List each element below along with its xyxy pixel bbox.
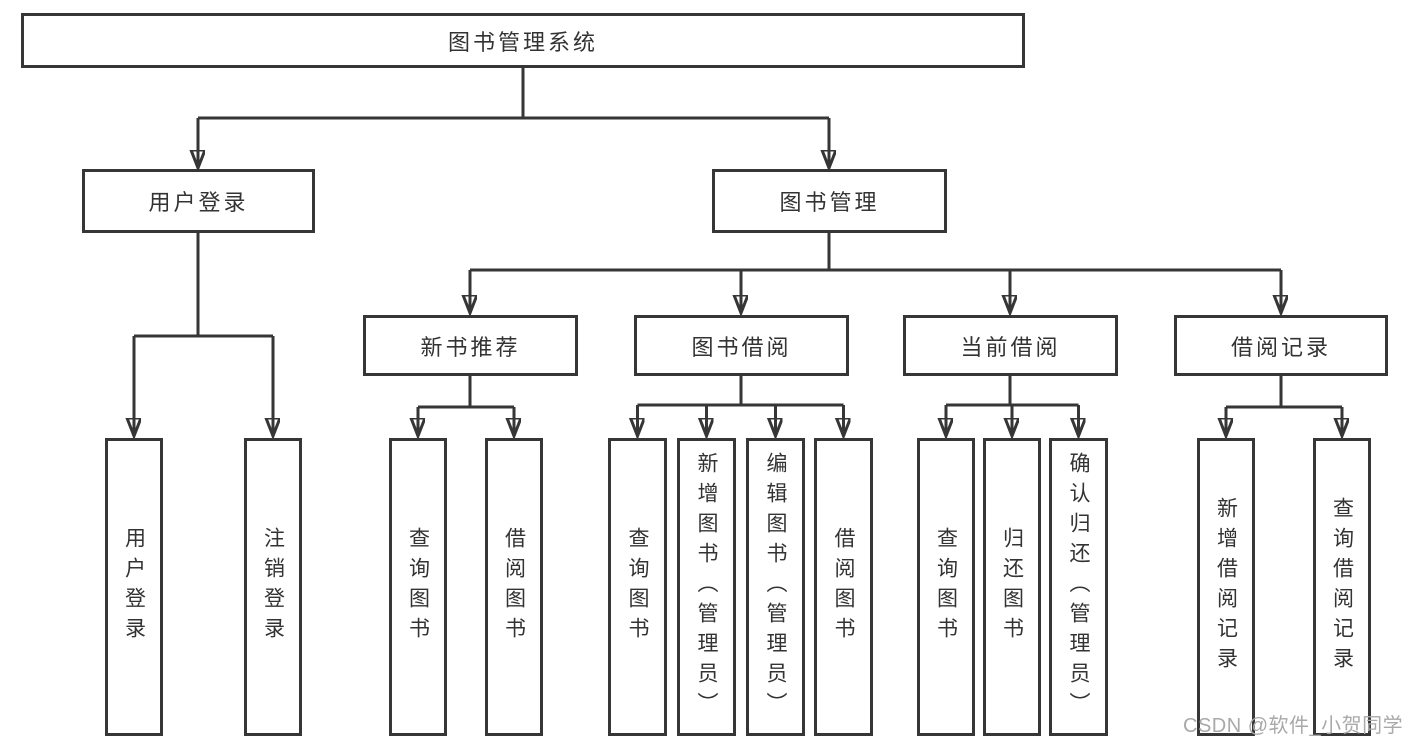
- leaf-query-borrow-record-label: 查询借阅记录: [1330, 497, 1354, 677]
- leaf-current-query-books: 查询图书: [917, 438, 975, 736]
- leaf-add-borrow-record: 新增借阅记录: [1197, 438, 1255, 736]
- leaf-query-borrow-record: 查询借阅记录: [1313, 438, 1371, 736]
- leaf-borrow-query-books-label: 查询图书: [626, 527, 649, 647]
- leaf-add-books-admin: 新增图书（管理员）: [677, 438, 736, 736]
- node-user-login-module-label: 用户登录: [148, 190, 249, 215]
- node-root-system: 图书管理系统: [21, 13, 1025, 68]
- node-new-book-recommend-label: 新书推荐: [420, 334, 521, 360]
- node-borrow-records-label: 借阅记录: [1230, 334, 1331, 360]
- node-root-system-label: 图书管理系统: [447, 29, 598, 55]
- node-book-management-module-label: 图书管理: [779, 190, 880, 215]
- leaf-borrow-books-label: 借阅图书: [832, 527, 855, 647]
- leaf-user-login-label: 用户登录: [122, 527, 146, 647]
- node-current-borrow: 当前借阅: [903, 315, 1118, 376]
- leaf-add-borrow-record-label: 新增借阅记录: [1214, 497, 1238, 677]
- node-book-management-module: 图书管理: [712, 169, 947, 233]
- connector-root-to-level2: [198, 68, 829, 167]
- leaf-current-query-books-label: 查询图书: [934, 527, 958, 647]
- leaf-borrow-books: 借阅图书: [814, 438, 873, 736]
- csdn-watermark: CSDN @软件_小贺同学: [1183, 715, 1404, 737]
- leaf-edit-books-admin: 编辑图书（管理员）: [746, 438, 805, 736]
- leaf-confirm-return-admin: 确认归还（管理员）: [1049, 438, 1108, 736]
- node-book-borrow-label: 图书借阅: [691, 334, 792, 360]
- node-borrow-records: 借阅记录: [1174, 315, 1388, 376]
- leaf-return-books-label: 归还图书: [1000, 527, 1024, 647]
- leaf-add-books-admin-label: 新增图书（管理员）: [695, 452, 718, 722]
- connector-borrow-records-children: [1226, 376, 1342, 435]
- connector-book-borrow-children: [638, 376, 844, 435]
- connector-current-borrow-children: [946, 376, 1079, 435]
- node-book-borrow: 图书借阅: [634, 315, 849, 376]
- node-new-book-recommend: 新书推荐: [363, 315, 578, 376]
- node-user-login-module: 用户登录: [82, 169, 315, 233]
- leaf-new-book-borrow-books: 借阅图书: [485, 438, 543, 736]
- leaf-return-books: 归还图书: [983, 438, 1041, 736]
- leaf-user-login: 用户登录: [105, 438, 163, 736]
- connector-book-management-children: [470, 233, 1281, 312]
- leaf-new-book-query-books: 查询图书: [389, 438, 447, 736]
- leaf-new-book-borrow-books-label: 借阅图书: [502, 527, 526, 647]
- leaf-logout: 注销登录: [244, 438, 302, 736]
- connector-user-login-children: [134, 233, 273, 435]
- leaf-new-book-query-books-label: 查询图书: [406, 527, 430, 647]
- leaf-borrow-query-books: 查询图书: [608, 438, 667, 736]
- leaf-confirm-return-admin-label: 确认归还（管理员）: [1067, 452, 1090, 722]
- connector-new-book-children: [418, 376, 514, 435]
- leaf-logout-label: 注销登录: [261, 527, 285, 647]
- leaf-edit-books-admin-label: 编辑图书（管理员）: [764, 452, 787, 722]
- node-current-borrow-label: 当前借阅: [960, 334, 1061, 360]
